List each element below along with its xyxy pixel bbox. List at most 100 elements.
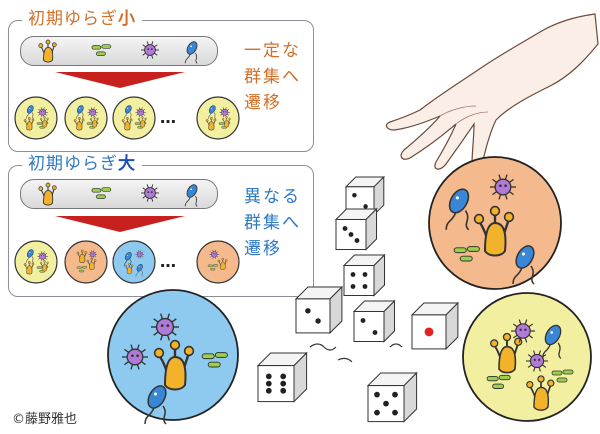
panel-large-side-text: 異なる 群集へ 遷移 bbox=[244, 184, 301, 262]
purple-spiky-microbe-icon bbox=[151, 313, 179, 341]
die-pip bbox=[362, 272, 368, 277]
yellow-microbe-icon bbox=[222, 116, 231, 128]
purple-spiky-microbe-icon bbox=[140, 184, 160, 202]
initial-microbes-large bbox=[38, 182, 198, 207]
purple-spiky-microbe-icon bbox=[209, 249, 219, 259]
green-rod-bacteria-icon bbox=[207, 264, 219, 271]
blue-flagellate-microbe-icon bbox=[75, 105, 84, 120]
purple-spiky-microbe-icon bbox=[219, 107, 230, 118]
purple-spiky-microbe-icon bbox=[37, 251, 48, 262]
die-pip bbox=[315, 318, 321, 324]
blue-flagellate-microbe-icon bbox=[123, 105, 132, 120]
green-rod-bacteria-icon bbox=[486, 374, 511, 389]
yellow-microbe-icon bbox=[23, 261, 35, 275]
panel-small-side-text: 一定な 群集へ 遷移 bbox=[244, 38, 301, 116]
large-community-dish bbox=[107, 289, 239, 425]
blue-flagellate-microbe-icon bbox=[184, 184, 198, 207]
die-pip bbox=[354, 238, 360, 243]
yellow-microbe-icon bbox=[40, 116, 49, 128]
motion-squiggle bbox=[389, 343, 403, 348]
blue-flagellate-microbe-icon bbox=[445, 188, 470, 231]
side-line: 異なる bbox=[244, 187, 301, 207]
yellow-microbe-icon bbox=[73, 117, 85, 131]
die-pip bbox=[280, 373, 287, 380]
yellow-microbe-icon bbox=[153, 339, 195, 391]
yellow-microbe-icon bbox=[138, 116, 147, 128]
community-dish bbox=[196, 96, 240, 140]
community-dish bbox=[14, 240, 58, 284]
yellow-microbe-icon bbox=[526, 375, 555, 411]
arrow-red-small bbox=[55, 72, 185, 88]
die-icon bbox=[352, 299, 396, 343]
ellipsis-small: … bbox=[160, 108, 177, 127]
die-pip bbox=[360, 318, 366, 323]
yellow-microbe-icon bbox=[38, 182, 57, 206]
die-pip bbox=[362, 284, 368, 289]
die-icon bbox=[334, 207, 378, 251]
yellow-microbe-icon bbox=[121, 117, 133, 131]
die-pip bbox=[392, 409, 398, 416]
green-rod-bacteria-icon bbox=[551, 369, 574, 383]
die-pip bbox=[265, 380, 272, 387]
dish-row-large bbox=[14, 240, 240, 284]
purple-spiky-microbe-icon bbox=[37, 107, 48, 118]
green-rod-bacteria-icon bbox=[201, 352, 228, 368]
initial-microbes-small bbox=[38, 39, 198, 64]
green-rod-bacteria-icon bbox=[91, 187, 112, 199]
community-dish bbox=[64, 96, 108, 140]
die-pip bbox=[372, 330, 378, 335]
die-icon bbox=[366, 371, 418, 423]
blue-flagellate-microbe-icon bbox=[184, 41, 198, 64]
yellow-microbe-icon bbox=[205, 117, 217, 131]
large-community-dish bbox=[428, 156, 562, 290]
blue-flagellate-microbe-icon bbox=[541, 324, 562, 359]
side-line: 群集へ bbox=[244, 67, 301, 87]
panel-small-title: 初期ゆらぎ小 bbox=[22, 9, 142, 29]
die-icon bbox=[256, 351, 308, 403]
die-icon bbox=[342, 253, 386, 297]
credit-text: ©藤野雅也 bbox=[12, 412, 78, 427]
die-icon bbox=[294, 285, 344, 335]
yellow-microbe-icon bbox=[490, 332, 523, 374]
die-pip bbox=[350, 272, 356, 277]
community-dish bbox=[196, 240, 240, 284]
purple-spiky-microbe-icon bbox=[88, 250, 97, 259]
arrow-red-large bbox=[55, 216, 185, 232]
motion-squiggle bbox=[337, 357, 353, 363]
yellow-microbe-icon bbox=[90, 116, 99, 128]
die-pip bbox=[424, 327, 434, 337]
side-line: 群集へ bbox=[244, 213, 301, 233]
green-rod-bacteria-icon bbox=[453, 246, 480, 262]
yellow-microbe-icon bbox=[38, 39, 57, 63]
blue-flagellate-microbe-icon bbox=[144, 385, 167, 425]
blue-flagellate-microbe-icon bbox=[25, 249, 34, 264]
yellow-microbe-icon bbox=[23, 117, 35, 131]
die-pip bbox=[348, 232, 354, 237]
panel-small-title-prefix: 初期ゆらぎ bbox=[28, 9, 118, 29]
purple-spiky-microbe-icon bbox=[490, 174, 516, 200]
side-line: 遷移 bbox=[244, 93, 282, 113]
side-line: 遷移 bbox=[244, 239, 282, 259]
die-pip bbox=[265, 387, 272, 394]
transition-arrow-large bbox=[55, 216, 185, 232]
die-pip bbox=[342, 226, 348, 231]
motion-squiggle bbox=[309, 343, 337, 351]
green-rod-bacteria-icon bbox=[76, 266, 88, 273]
purple-spiky-microbe-icon bbox=[140, 41, 160, 59]
yellow-microbe-icon bbox=[473, 205, 515, 257]
transition-arrow-small bbox=[55, 72, 185, 88]
dish-row-small bbox=[14, 96, 240, 140]
yellow-microbe-icon bbox=[76, 249, 88, 263]
hand-illustration bbox=[385, 13, 599, 171]
community-dish bbox=[112, 240, 156, 284]
large-community-dish bbox=[462, 292, 592, 422]
blue-flagellate-microbe-icon bbox=[207, 105, 216, 120]
panel-large-title-prefix: 初期ゆらぎ bbox=[28, 154, 118, 174]
die-pip bbox=[363, 204, 368, 209]
green-rod-bacteria-icon bbox=[91, 44, 112, 56]
die-icon bbox=[410, 301, 460, 351]
die-pip bbox=[265, 373, 272, 380]
yellow-microbe-icon bbox=[40, 260, 49, 272]
die-pip bbox=[350, 284, 356, 289]
die-pip bbox=[374, 391, 380, 398]
